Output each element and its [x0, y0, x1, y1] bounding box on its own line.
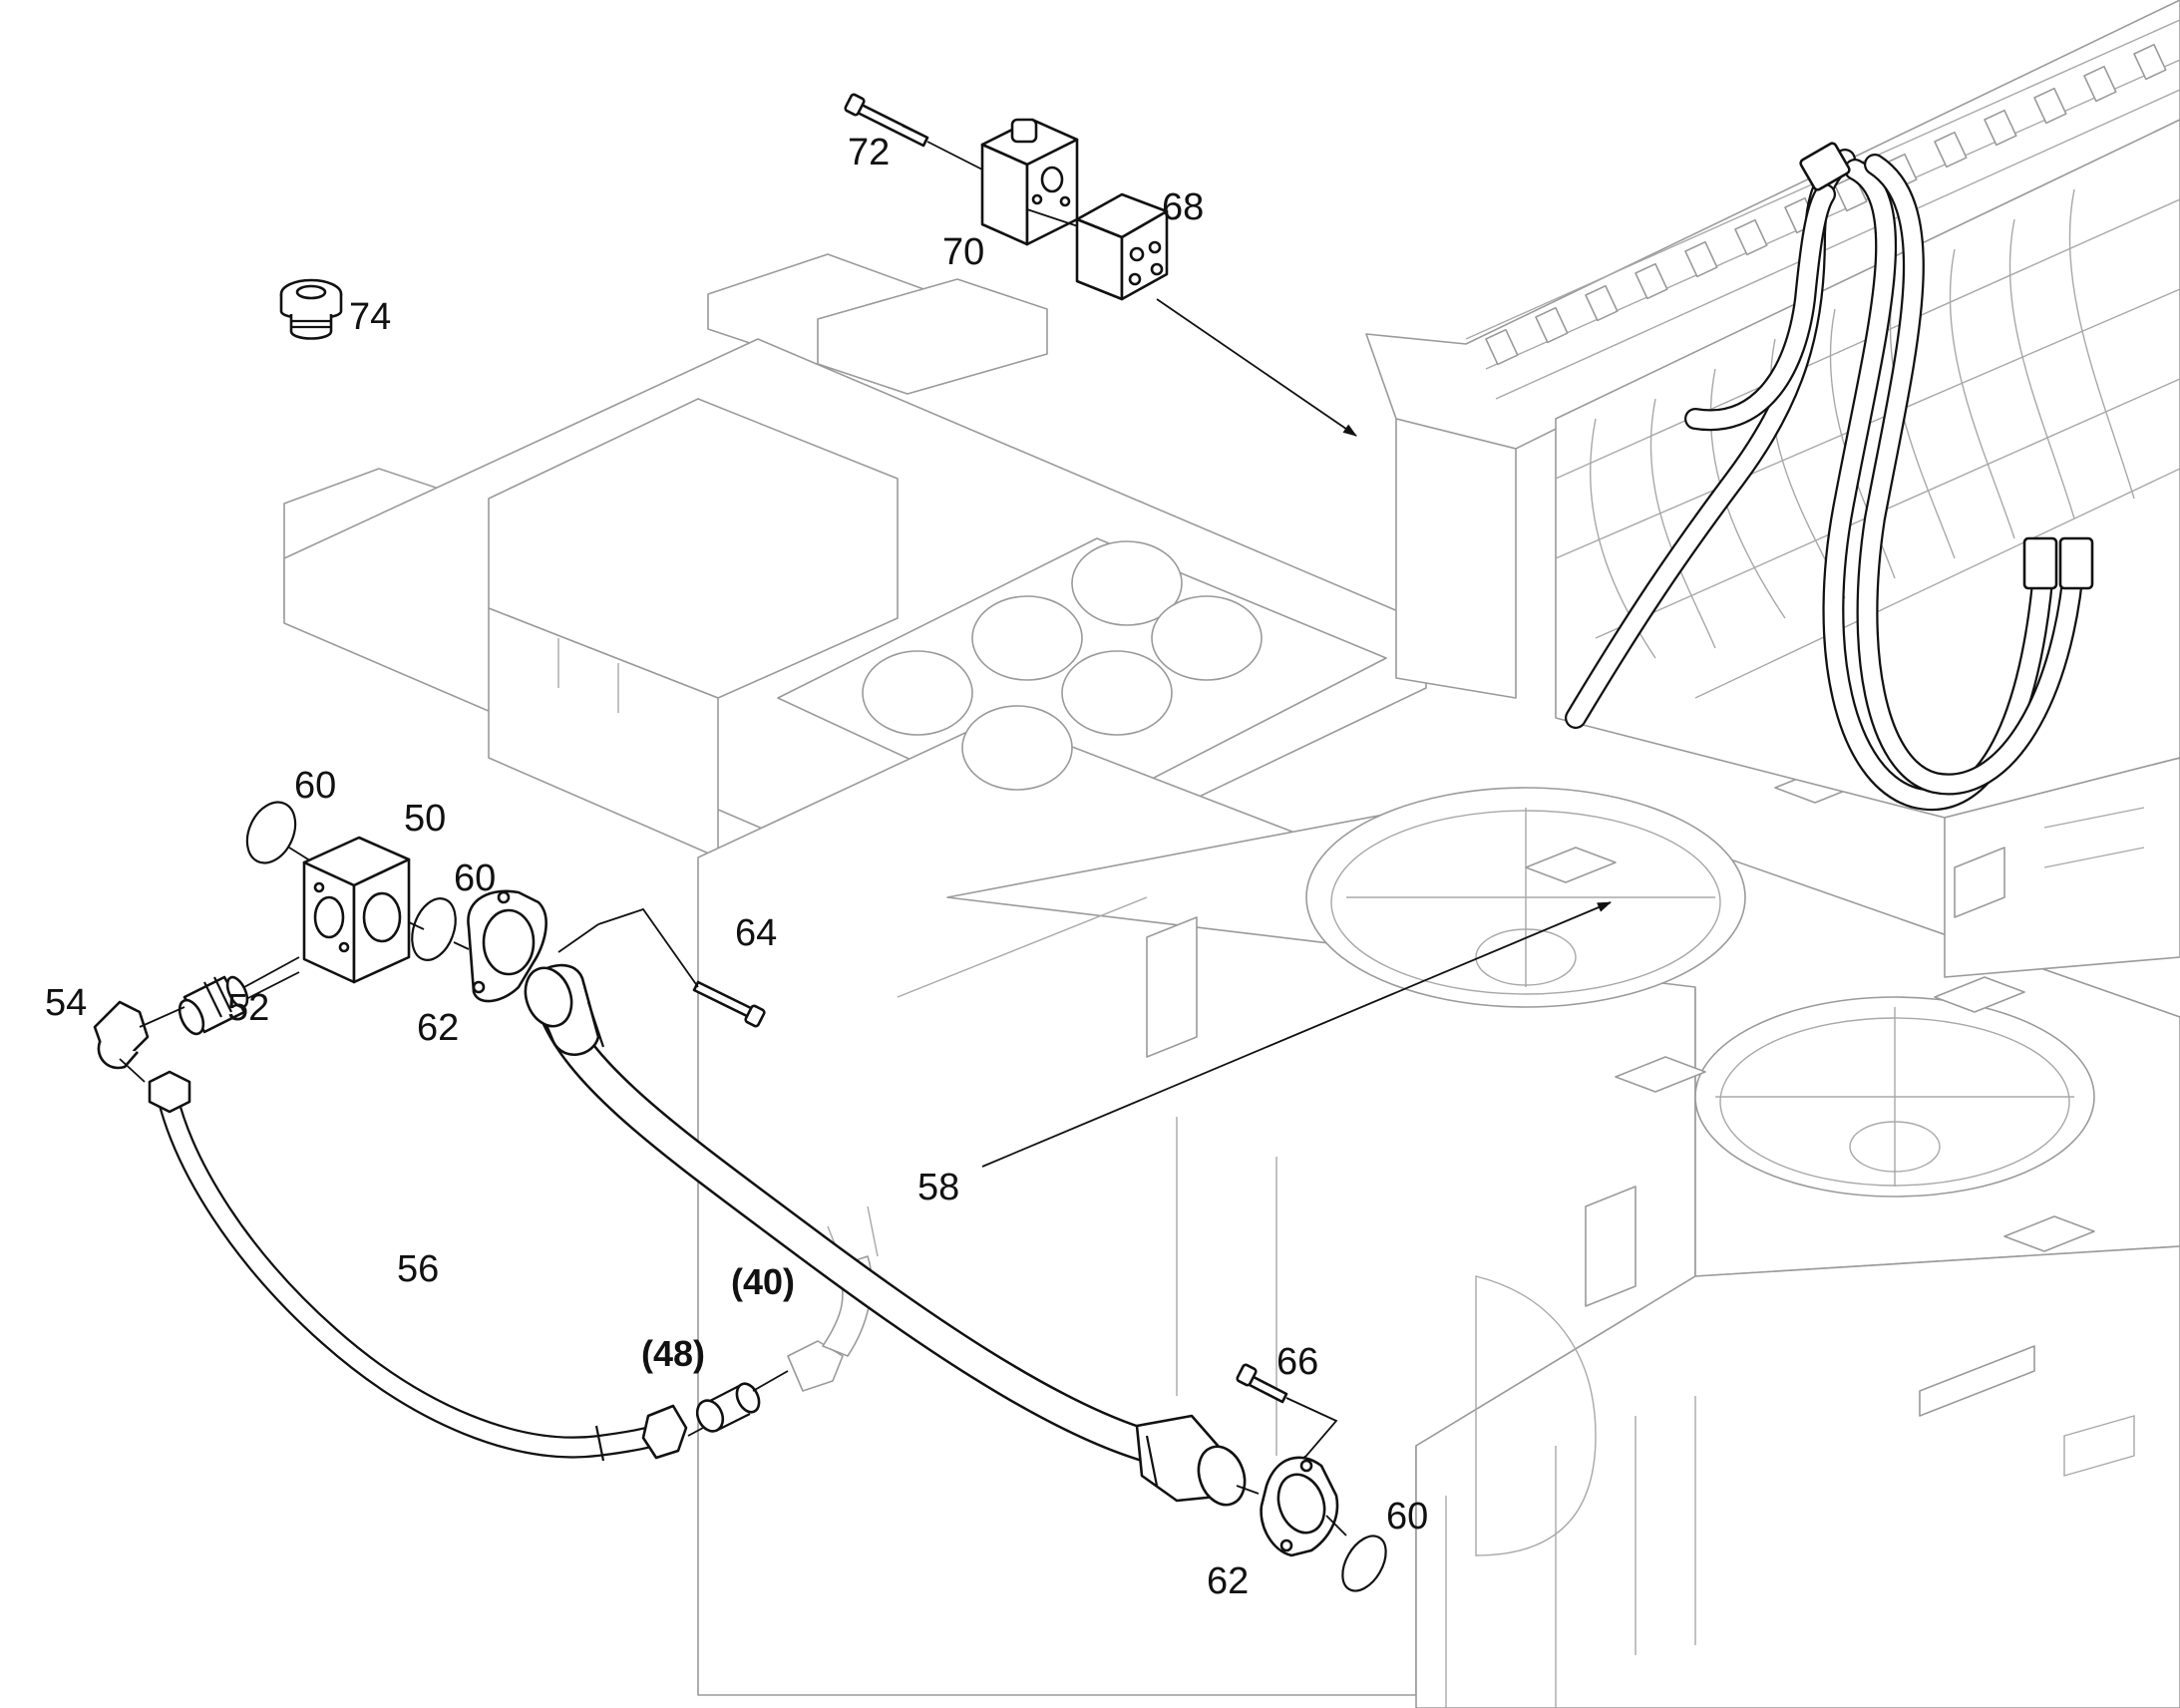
- callout-labels: 72 70 68 74 60 50 60 64 54 52 62 58 56 (…: [45, 132, 1428, 1602]
- label-60-middle: 60: [454, 857, 496, 899]
- label-58: 58: [917, 1167, 959, 1208]
- upper-hydraulic-hoses: [1565, 142, 2094, 812]
- part-52-adapter: [178, 956, 300, 1036]
- part-50-flange-block: [243, 836, 425, 1001]
- part-60-oring-lower: [1341, 1535, 1387, 1592]
- label-54: 54: [45, 982, 87, 1024]
- label-52: 52: [227, 987, 269, 1029]
- part-64-bolt: [557, 907, 766, 1028]
- part-70-valve-block: [980, 118, 1088, 246]
- label-68: 68: [1162, 186, 1204, 228]
- part-48-fitting: [695, 1370, 789, 1433]
- part-62-flange-clamp-lower: [1236, 1456, 1347, 1557]
- label-66: 66: [1276, 1341, 1318, 1383]
- machine-frame: [283, 0, 2180, 1708]
- label-70: 70: [942, 231, 984, 273]
- part-62-flange-clamp-upper: [467, 889, 547, 1003]
- part-60-oring-middle: [411, 897, 470, 961]
- part-54-elbow: [93, 1000, 185, 1083]
- part-68-plate: [1075, 192, 1357, 437]
- part-58-large-hose: [524, 901, 1612, 1507]
- label-62-upper: 62: [417, 1007, 459, 1049]
- label-64: 64: [735, 912, 777, 954]
- label-62-lower: 62: [1207, 1560, 1249, 1602]
- part-56-small-hose: [148, 1070, 704, 1462]
- label-48: (48): [641, 1333, 705, 1374]
- label-56: 56: [397, 1248, 439, 1290]
- label-50: 50: [404, 798, 446, 840]
- label-60-lower: 60: [1386, 1496, 1428, 1537]
- part-74-plug: [279, 278, 343, 340]
- label-74: 74: [349, 296, 391, 338]
- part-72-bolt: [844, 93, 983, 171]
- label-60-upper: 60: [294, 765, 336, 807]
- label-72: 72: [848, 132, 890, 173]
- label-40: (40): [731, 1261, 795, 1302]
- part-66-bolt: [1236, 1363, 1338, 1467]
